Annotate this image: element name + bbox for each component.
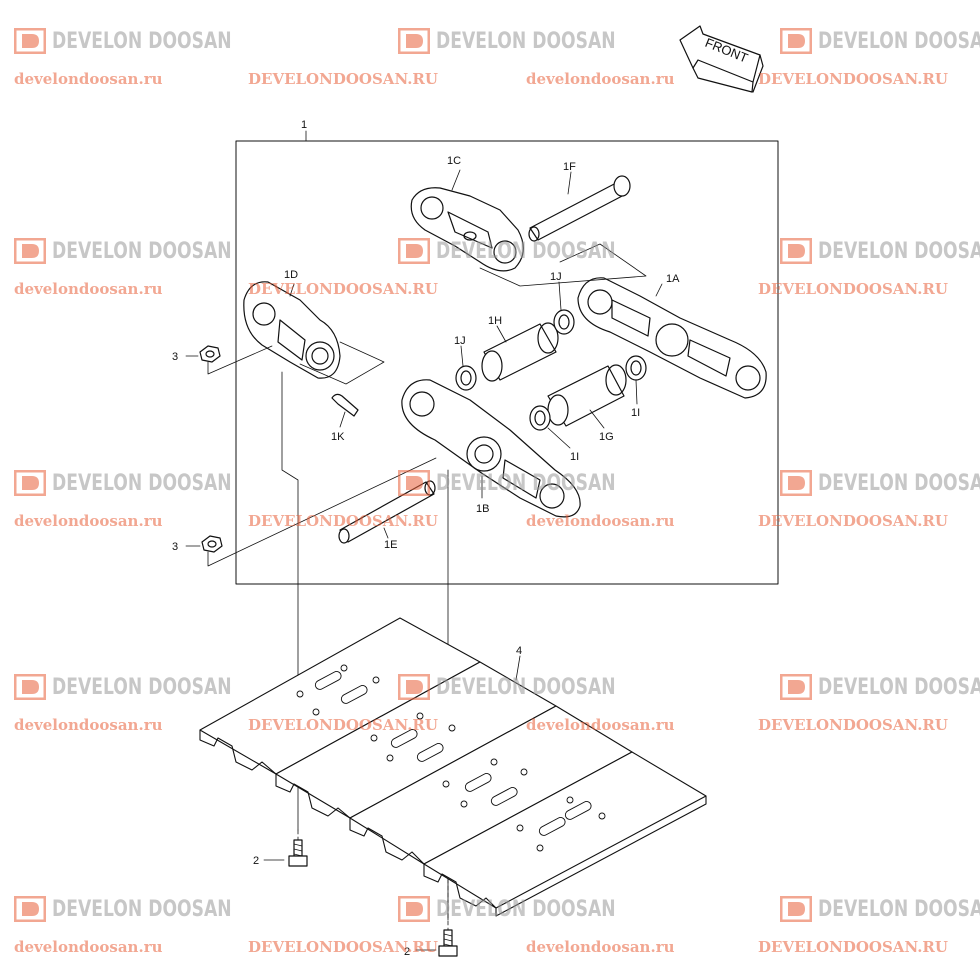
callout-4: 4 bbox=[516, 645, 522, 657]
callout-2-left: 2 bbox=[253, 855, 259, 867]
pin-1e bbox=[338, 480, 436, 544]
link-1d bbox=[243, 281, 341, 379]
seal-1j-right bbox=[553, 309, 575, 335]
callout-1j-right: 1J bbox=[550, 271, 562, 283]
seal-1i-right bbox=[625, 355, 647, 381]
link-1b bbox=[401, 379, 581, 518]
seal-1j-left bbox=[455, 365, 477, 391]
seal-1i-left bbox=[529, 405, 551, 431]
pin-1f bbox=[528, 175, 631, 242]
callout-2-bottom: 2 bbox=[404, 946, 410, 958]
callout-1h: 1H bbox=[488, 315, 502, 327]
spacer-1k bbox=[331, 393, 359, 417]
bushing-1g bbox=[547, 364, 627, 427]
bushing-1h bbox=[481, 322, 559, 382]
callout-1j-left: 1J bbox=[454, 335, 466, 347]
callout-1c: 1C bbox=[447, 155, 461, 167]
link-1c bbox=[410, 187, 524, 272]
track-shoes bbox=[199, 617, 707, 917]
callout-1g: 1G bbox=[599, 431, 614, 443]
callout-1: 1 bbox=[301, 119, 307, 131]
callout-1i-right: 1I bbox=[631, 407, 640, 419]
callout-3-bottom: 3 bbox=[172, 541, 178, 553]
callout-3-top: 3 bbox=[172, 351, 178, 363]
leader-lines bbox=[185, 169, 663, 951]
bolt-left bbox=[288, 839, 308, 867]
callout-1f: 1F bbox=[563, 161, 576, 173]
nut-bottom bbox=[201, 535, 223, 553]
front-arrow-icon bbox=[679, 25, 764, 93]
callout-1k: 1K bbox=[331, 431, 345, 443]
nut-top bbox=[199, 345, 221, 363]
bolt-bottom bbox=[438, 929, 458, 957]
assembly-frame bbox=[235, 140, 779, 585]
callout-1i-left: 1I bbox=[570, 451, 579, 463]
callout-1a: 1A bbox=[666, 273, 680, 285]
callout-1e: 1E bbox=[384, 539, 397, 551]
callout-1b: 1B bbox=[476, 503, 489, 515]
link-1a bbox=[577, 277, 767, 399]
callout-1d: 1D bbox=[284, 269, 298, 281]
